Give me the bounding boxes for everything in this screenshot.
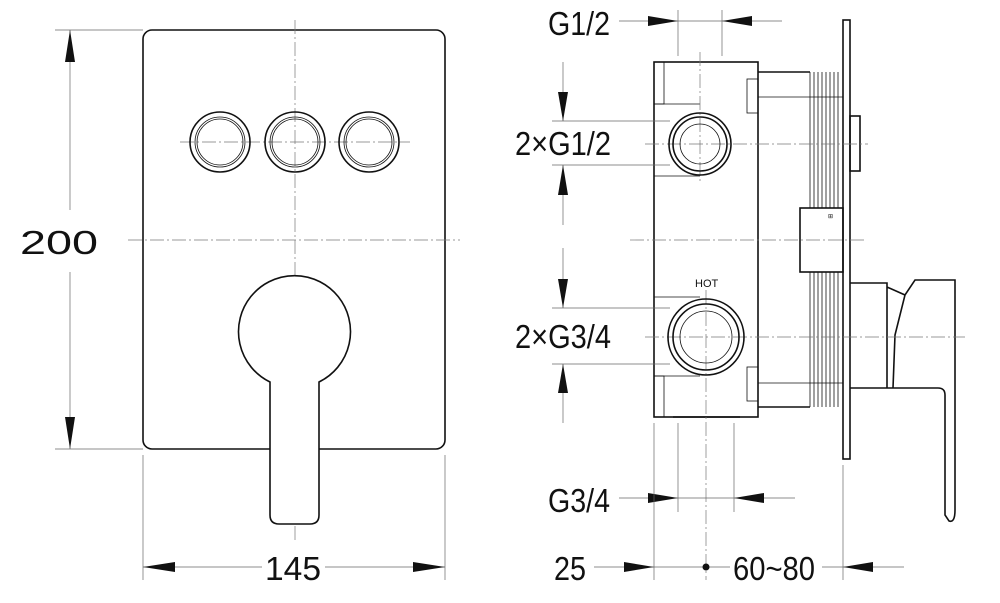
width-dimension: 145 [265,550,321,587]
lower-ports-dimension: 2×G3/4 [515,318,611,355]
height-dimension: 200 [20,224,98,261]
diverter-button-3 [338,111,400,173]
wall-depth-dimension: 60~80 [733,550,815,587]
depth-dimension: 25 [554,550,586,587]
side-view: ⊞ HOT G1/2 2×G1/2 [515,5,965,587]
upper-port [668,112,732,176]
diverter-button-side [849,115,861,172]
diverter-button-2 [264,111,326,173]
top-outlet-dimension: G1/2 [548,5,610,42]
mixer-lever [237,274,352,525]
lower-port [667,298,745,376]
lever-side [850,279,956,523]
wall-plate [842,19,851,460]
hot-label: HOT [695,278,719,290]
svg-text:⊞: ⊞ [828,214,833,220]
upper-ports-dimension: 2×G1/2 [515,125,611,162]
diverter-button-1 [189,111,251,173]
front-view: 200 145 [20,20,460,587]
bottom-outlet-dimension: G3/4 [548,482,610,519]
thread-sleeve [758,72,843,407]
